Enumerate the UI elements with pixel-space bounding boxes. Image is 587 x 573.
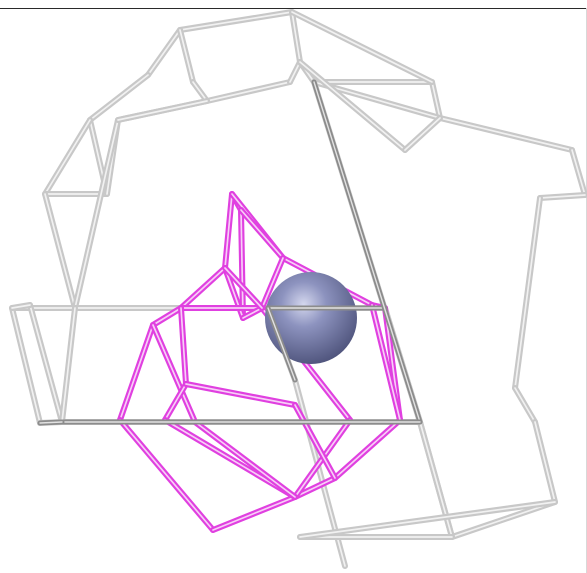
- grey-bond-18-highlight: [535, 422, 555, 502]
- cage-bond-23-highlight: [165, 384, 186, 420]
- grey-bond-42-highlight: [300, 502, 555, 537]
- grey-bond-5-highlight: [193, 82, 207, 101]
- grey-bond-22-highlight: [45, 120, 90, 194]
- grey-bond-14-highlight: [572, 150, 585, 195]
- grey-bond-13-highlight: [440, 118, 572, 150]
- cage-bond-25-highlight: [186, 384, 295, 405]
- cage-bond-6-highlight: [181, 268, 225, 308]
- front-bond-1-highlight: [314, 82, 420, 422]
- grey-bond-2-highlight: [148, 30, 180, 75]
- front-bond-3-highlight: [40, 422, 62, 423]
- cage-bond-4-highlight: [241, 210, 283, 258]
- cage-bond-13-highlight: [120, 420, 213, 530]
- cage-bond-29-highlight: [195, 422, 295, 497]
- grey-bond-0-highlight: [180, 12, 292, 30]
- central-atom-sphere: [265, 272, 357, 364]
- grey-bond-43-highlight: [62, 308, 75, 422]
- grey-bond-17-highlight: [515, 388, 535, 422]
- grey-bond-6-highlight: [207, 82, 290, 101]
- cage-bond-14-highlight: [213, 497, 295, 530]
- cage-bond-11-highlight: [120, 325, 153, 420]
- front-framework: [40, 82, 420, 423]
- grey-bond-46-highlight: [405, 118, 440, 150]
- grey-bond-44-highlight: [118, 101, 207, 120]
- grey-bond-16-highlight: [515, 198, 540, 388]
- grey-bond-24-highlight: [45, 194, 75, 308]
- grey-bond-4-highlight: [180, 30, 193, 82]
- inner-cage: [120, 194, 400, 530]
